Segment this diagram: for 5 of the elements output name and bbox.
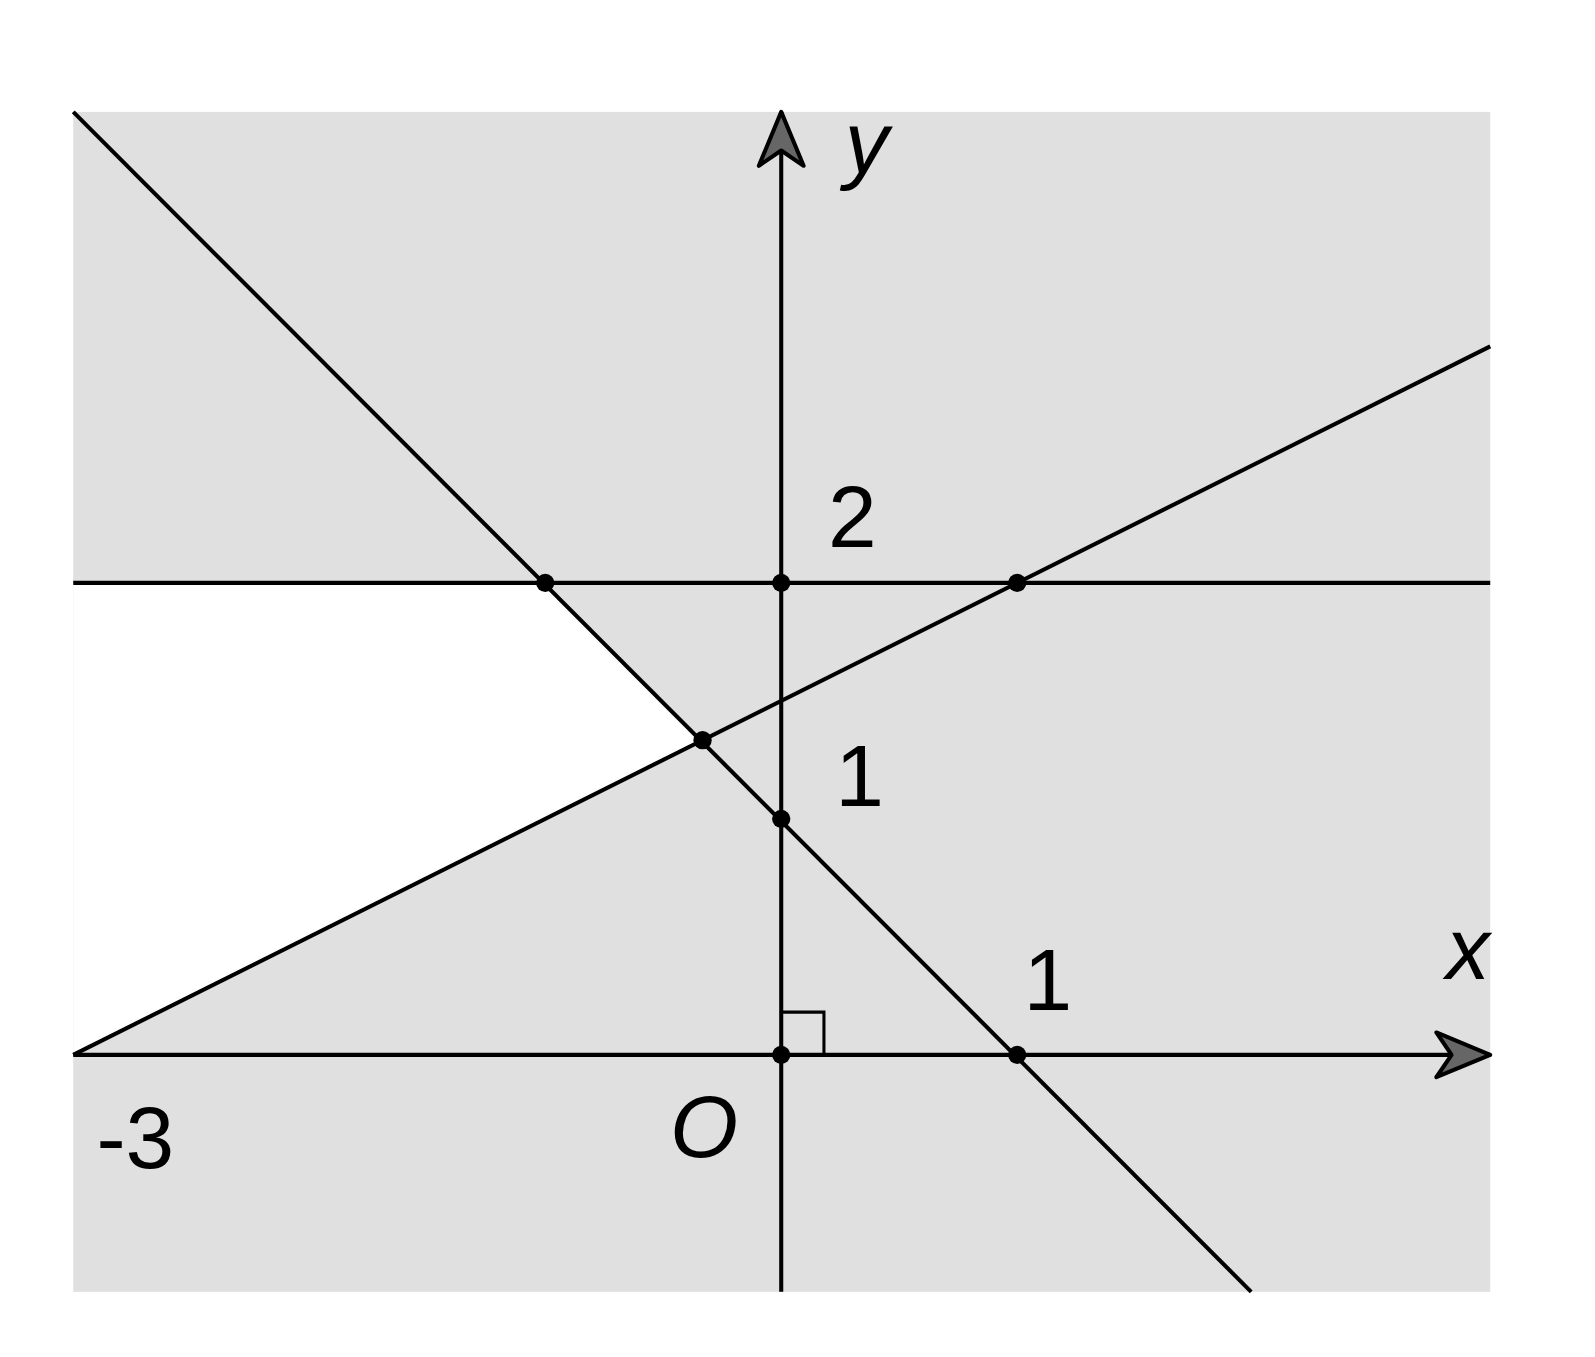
origin-label: O bbox=[669, 1082, 738, 1170]
tick-label: 1 bbox=[1023, 935, 1073, 1024]
tick-label: 1 bbox=[835, 731, 884, 819]
tick-label: -3 bbox=[96, 1093, 175, 1181]
tick-label: 2 bbox=[828, 473, 877, 561]
